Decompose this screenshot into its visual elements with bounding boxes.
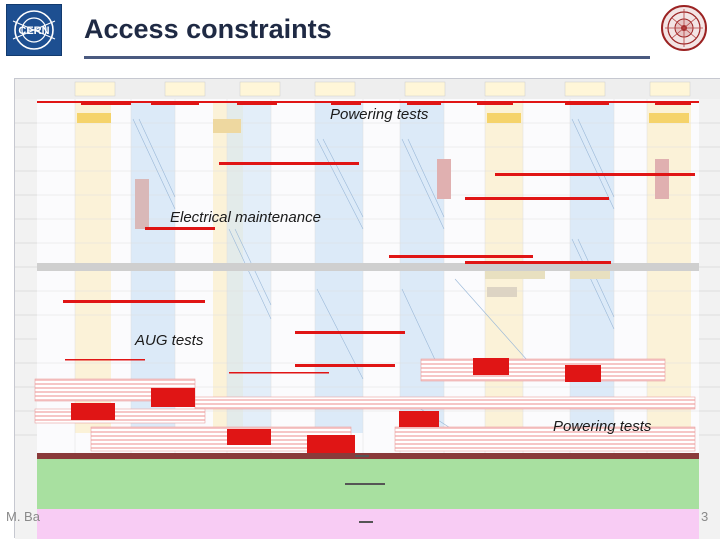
constraint-lines [37, 101, 699, 374]
activity-blocks [77, 113, 689, 297]
seal-logo [660, 4, 708, 52]
gray-shutdown-band [37, 263, 699, 271]
right-date-rail [699, 99, 720, 539]
page-title: Access constraints [84, 14, 332, 44]
cern-logo-icon: CERN [12, 10, 56, 50]
title-divider [84, 56, 650, 59]
bottom-band-marks [345, 455, 385, 523]
cern-logo: CERN [6, 4, 62, 56]
pink-period-band [37, 509, 699, 539]
sector-header-cells [74, 81, 691, 97]
left-date-rail [15, 99, 37, 539]
annotation-aug-tests: AUG tests [135, 332, 204, 349]
cern-logo-text: CERN [18, 25, 49, 37]
annotation-powering-tests-bottom: Powering tests [553, 418, 652, 435]
annotation-electrical-maintenance: Electrical maintenance [170, 209, 321, 226]
schedule-graphic [15, 79, 720, 539]
footer-author: M. Ba [6, 509, 40, 524]
page-number: 3 [701, 509, 709, 524]
annotation-powering-tests-top: Powering tests [330, 106, 429, 123]
constraint-blocks [71, 358, 601, 453]
schedule-header-strip [15, 79, 720, 99]
schedule-chart: Powering tests Electrical maintenance AU… [14, 78, 720, 539]
seal-icon [661, 5, 707, 51]
date-rail-ticks [15, 122, 720, 436]
